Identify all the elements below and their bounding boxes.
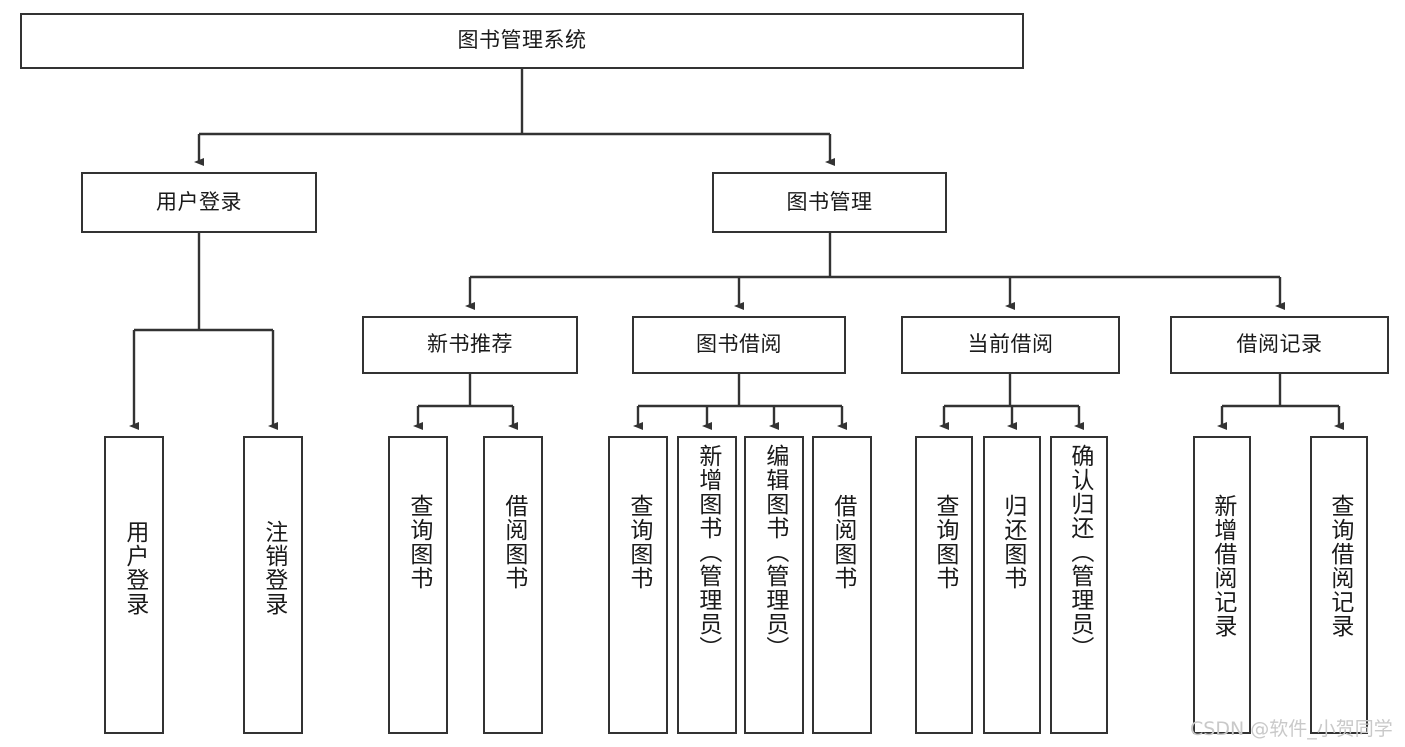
node-leaf-add-record-label: 新增借阅记录: [1209, 494, 1236, 638]
node-root[interactable]: 图书管理系统: [20, 13, 1024, 69]
node-leaf-user-logout[interactable]: 注销登录: [243, 436, 303, 734]
node-borrow-record[interactable]: 借阅记录: [1170, 316, 1389, 374]
node-user-login-label: 用户登录: [156, 189, 242, 214]
node-leaf-query-book-1-label: 查询图书: [405, 494, 432, 590]
node-leaf-add-book-label: 新增图书（管理员）: [694, 444, 721, 660]
node-leaf-query-book-3-label: 查询图书: [931, 494, 958, 590]
node-leaf-add-book[interactable]: 新增图书（管理员）: [677, 436, 737, 734]
node-user-login[interactable]: 用户登录: [81, 172, 317, 233]
node-leaf-query-book-1[interactable]: 查询图书: [388, 436, 448, 734]
node-leaf-add-record[interactable]: 新增借阅记录: [1193, 436, 1251, 734]
node-current-borrow[interactable]: 当前借阅: [901, 316, 1120, 374]
node-leaf-return-book-label: 归还图书: [999, 494, 1026, 590]
csdn-watermark: CSDN @软件_小贺同学: [1190, 718, 1393, 740]
node-current-borrow-label: 当前借阅: [967, 332, 1054, 357]
node-book-borrow[interactable]: 图书借阅: [632, 316, 846, 374]
node-leaf-confirm-return[interactable]: 确认归还（管理员）: [1050, 436, 1108, 734]
node-leaf-edit-book-label: 编辑图书（管理员）: [761, 444, 788, 660]
node-new-book-recommend[interactable]: 新书推荐: [362, 316, 578, 374]
node-leaf-borrow-book-1[interactable]: 借阅图书: [483, 436, 543, 734]
node-new-book-recommend-label: 新书推荐: [427, 332, 513, 357]
node-leaf-query-record-label: 查询借阅记录: [1326, 494, 1353, 638]
node-leaf-user-login-label: 用户登录: [121, 520, 148, 616]
node-leaf-return-book[interactable]: 归还图书: [983, 436, 1041, 734]
node-leaf-user-login[interactable]: 用户登录: [104, 436, 164, 734]
node-book-borrow-label: 图书借阅: [696, 332, 782, 357]
node-leaf-edit-book[interactable]: 编辑图书（管理员）: [744, 436, 804, 734]
node-leaf-query-record[interactable]: 查询借阅记录: [1310, 436, 1368, 734]
node-leaf-query-book-2[interactable]: 查询图书: [608, 436, 668, 734]
node-leaf-query-book-3[interactable]: 查询图书: [915, 436, 973, 734]
node-book-manage-label: 图书管理: [786, 189, 873, 214]
node-leaf-borrow-book-2-label: 借阅图书: [829, 494, 856, 590]
node-leaf-borrow-book-1-label: 借阅图书: [500, 494, 527, 590]
node-borrow-record-label: 借阅记录: [1236, 332, 1323, 357]
node-book-manage[interactable]: 图书管理: [712, 172, 947, 233]
node-leaf-user-logout-label: 注销登录: [260, 520, 287, 616]
node-leaf-query-book-2-label: 查询图书: [625, 494, 652, 590]
node-root-label: 图书管理系统: [457, 28, 587, 53]
node-leaf-confirm-return-label: 确认归还（管理员）: [1066, 444, 1093, 660]
node-leaf-borrow-book-2[interactable]: 借阅图书: [812, 436, 872, 734]
